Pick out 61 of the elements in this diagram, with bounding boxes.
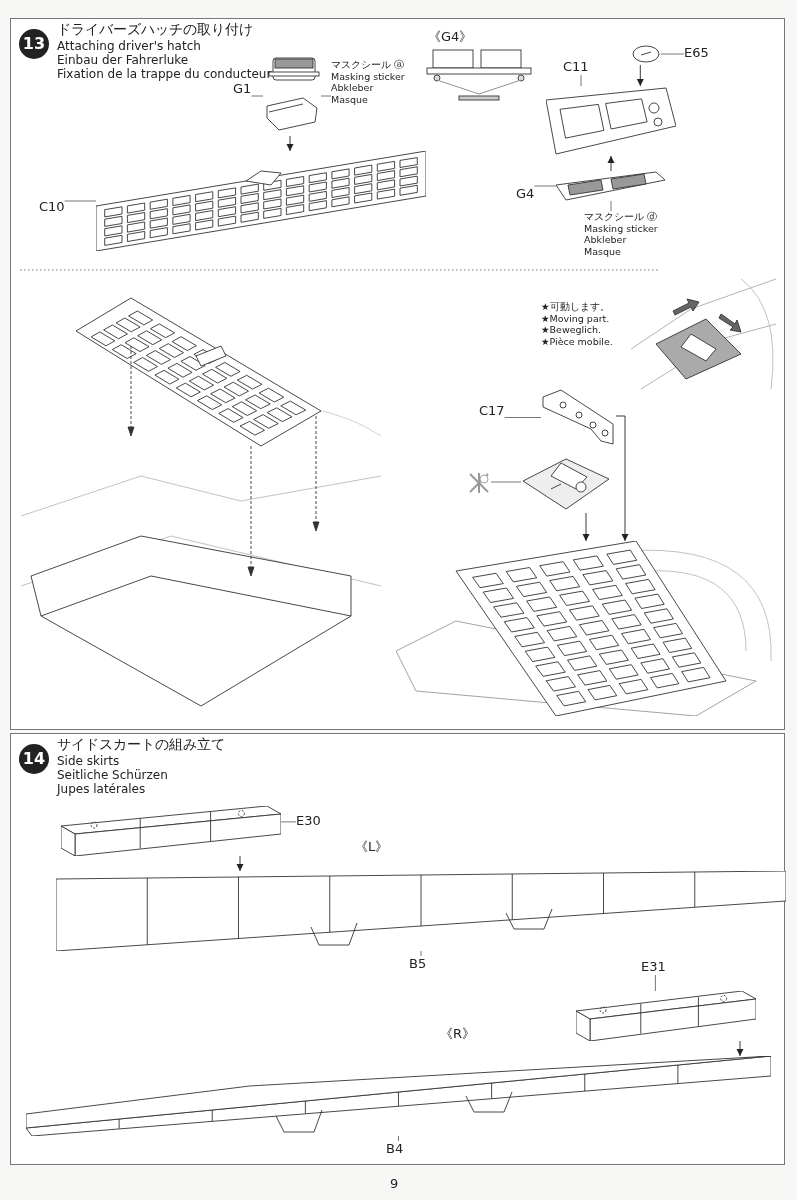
side-skirt-drawing <box>26 1056 771 1136</box>
step-panel <box>10 733 785 1165</box>
note-text: マスクシール ⓐ <box>331 59 405 71</box>
leader-line <box>654 974 656 992</box>
part-number: C10 <box>39 199 65 215</box>
part-number: B4 <box>386 1141 404 1157</box>
hatch-frame-drawing <box>546 86 676 156</box>
step-number: 13 <box>19 29 49 59</box>
leader-line <box>320 95 332 97</box>
page-number: 9 <box>390 1176 399 1191</box>
disc-part-drawing <box>631 43 661 65</box>
view-label: 《L》 <box>355 838 389 856</box>
leader-line <box>280 821 297 823</box>
step-title-translation: Einbau der Fahrerluke <box>57 53 189 67</box>
note-text: ★Moving part. <box>541 312 610 324</box>
storage-box-drawing <box>576 991 756 1041</box>
view-label: 《R》 <box>440 1025 476 1043</box>
note-text: Masking sticker <box>584 222 658 234</box>
part-number: C11 <box>563 59 589 75</box>
step-title: サイドスカートの組み立て <box>57 737 225 752</box>
asterisk-icon <box>467 471 491 495</box>
note-text: Abkleber <box>331 82 374 94</box>
note-text: ★Beweglich. <box>541 324 602 336</box>
leader-line <box>660 53 685 55</box>
part-number: E65 <box>684 45 709 61</box>
step-title: ドライバーズハッチの取り付け <box>57 22 253 37</box>
leader-line <box>490 481 522 483</box>
step-title-translation: Jupes latérales <box>57 782 146 796</box>
leader-line <box>533 185 557 187</box>
storage-box-drawing <box>61 806 281 856</box>
part-number: C17 <box>479 403 505 419</box>
note-text: マスクシール ⓓ <box>584 211 658 223</box>
leader-line <box>420 950 422 957</box>
part-number: G4 <box>516 186 535 202</box>
bracket-part-drawing <box>541 389 616 446</box>
leader-line <box>504 417 542 418</box>
part-number: E30 <box>296 813 321 829</box>
leader-line <box>610 200 612 212</box>
leader-line <box>580 74 582 87</box>
leader-line <box>64 200 97 202</box>
part-number: G1 <box>233 81 252 97</box>
hatch-tray-drawing <box>556 171 666 201</box>
note-text: Masque <box>584 245 621 257</box>
step-title-translation: Side skirts <box>57 754 120 768</box>
leader-line <box>398 1135 399 1142</box>
note-text: Abkleber <box>584 234 627 246</box>
part-number: E31 <box>641 959 666 975</box>
step-number: 14 <box>19 744 49 774</box>
hatch-plate-drawing <box>96 151 426 251</box>
side-skirt-drawing <box>56 871 786 951</box>
note-text: Masque <box>331 93 368 105</box>
leader-line <box>250 95 264 97</box>
view-label: 《G4》 <box>428 28 473 46</box>
note-text: Masking sticker <box>331 70 405 82</box>
note-text: ★可動します。 <box>541 301 610 313</box>
step-title-translation: Seitliche Schürzen <box>57 768 168 782</box>
step-panel <box>10 18 785 730</box>
note-text: ★Pièce mobile. <box>541 335 613 347</box>
step-title-translation: Attaching driver's hatch <box>57 39 201 53</box>
part-number: B5 <box>409 956 427 972</box>
step-title-translation: Fixation de la trappe du conducteur <box>57 67 272 81</box>
